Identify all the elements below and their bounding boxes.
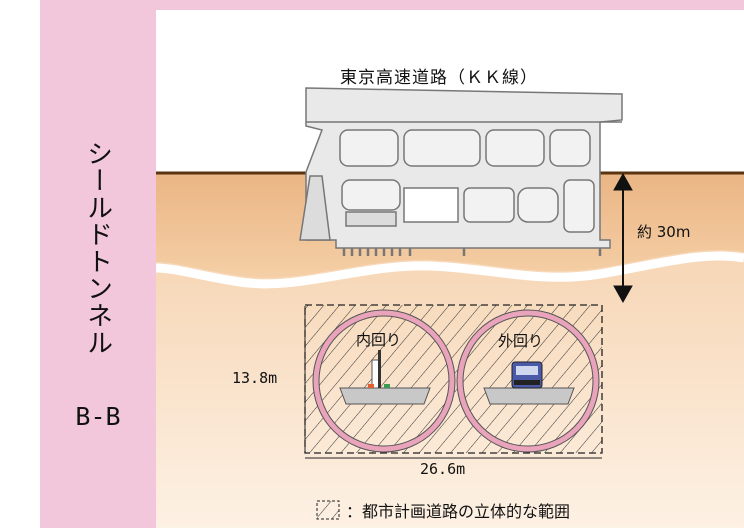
depth-label: 約 30m bbox=[637, 223, 691, 241]
legend: ：都市計画道路の立体的な範囲 bbox=[316, 498, 570, 522]
legend-text: ：都市計画道路の立体的な範囲 bbox=[346, 502, 571, 521]
top-band bbox=[40, 0, 744, 10]
side-title: シールドトンネル bbox=[82, 140, 113, 356]
ground-wave-line bbox=[155, 251, 744, 289]
side-panel: シールドトンネル B-B bbox=[40, 10, 156, 528]
inner-loop-label: 内回り bbox=[356, 331, 402, 349]
height-label: 13.8m bbox=[232, 369, 278, 387]
road-name-label: 東京高速道路（ＫＫ線） bbox=[340, 68, 538, 88]
side-code: B-B bbox=[75, 402, 121, 431]
expressway-structure bbox=[299, 87, 623, 256]
inner-loop-tunnel bbox=[312, 309, 456, 453]
depth-arrow bbox=[613, 172, 633, 304]
outer-loop-tunnel bbox=[456, 309, 600, 453]
hatch-legend-icon bbox=[316, 500, 340, 520]
outer-loop-label: 外回り bbox=[498, 332, 544, 350]
width-label: 26.6m bbox=[420, 460, 466, 478]
